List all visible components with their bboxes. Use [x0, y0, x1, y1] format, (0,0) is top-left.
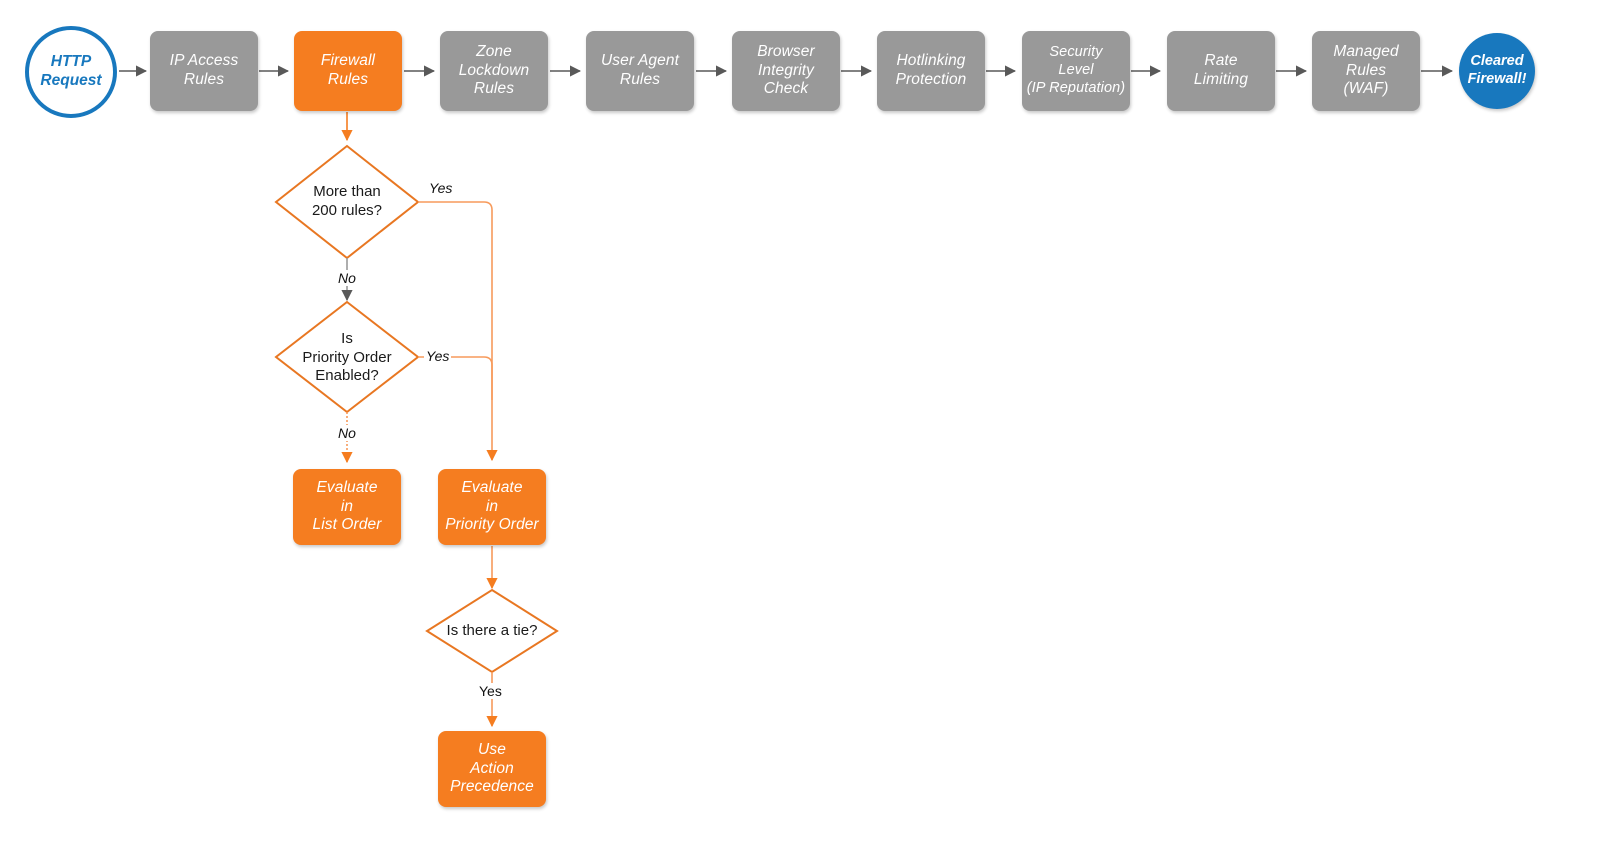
decision-is-there-a-tie-shape	[425, 588, 559, 674]
node-security-level[interactable]: Security Level (IP Reputation)	[1022, 31, 1130, 111]
decision-is-priority-order-enabled[interactable]: Is Priority Order Enabled?	[279, 325, 415, 391]
node-use-action-precedence-label: Use Action Precedence	[450, 740, 534, 796]
node-managed-rules-waf[interactable]: Managed Rules (WAF)	[1312, 31, 1420, 111]
edge-label-rules-yes: Yes	[427, 180, 455, 196]
node-user-agent-rules-label: User Agent Rules	[601, 52, 679, 88]
node-managed-rules-waf-label: Managed Rules (WAF)	[1333, 42, 1399, 98]
node-zone-lockdown-rules-label: Zone Lockdown Rules	[458, 42, 530, 98]
edge-decision1-yes	[418, 201, 498, 462]
node-cleared-firewall[interactable]: Cleared Firewall!	[1459, 33, 1535, 109]
decision-is-there-a-tie-label: Is there a tie?	[446, 621, 538, 639]
decision-more-than-200-rules-shape	[274, 144, 420, 260]
decision-is-there-a-tie[interactable]: Is there a tie?	[430, 615, 554, 647]
node-zone-lockdown-rules[interactable]: Zone Lockdown Rules	[440, 31, 548, 111]
node-security-level-label: Security Level (IP Reputation)	[1026, 44, 1126, 96]
edge-label-priority-no: No	[336, 425, 358, 441]
decision-more-than-200-rules[interactable]: More than 200 rules?	[287, 172, 407, 232]
node-evaluate-in-list-order[interactable]: Evaluate in List Order	[293, 469, 401, 545]
node-browser-integrity-check-label: Browser Integrity Check	[757, 42, 815, 98]
node-use-action-precedence[interactable]: Use Action Precedence	[438, 731, 546, 807]
node-hotlinking-protection[interactable]: Hotlinking Protection	[877, 31, 985, 111]
node-evaluate-in-priority-order-label: Evaluate in Priority Order	[445, 478, 539, 534]
decision-priority-order-shape	[274, 300, 420, 414]
node-evaluate-in-list-order-label: Evaluate in List Order	[312, 478, 382, 534]
node-ip-access-rules[interactable]: IP Access Rules	[150, 31, 258, 111]
node-ip-access-rules-label: IP Access Rules	[169, 52, 239, 88]
node-hotlinking-protection-label: Hotlinking Protection	[895, 52, 967, 88]
decision-is-priority-order-enabled-label: Is Priority Order Enabled?	[302, 329, 392, 385]
edge-label-rules-no: No	[336, 270, 358, 286]
node-cleared-firewall-label: Cleared Firewall!	[1467, 53, 1527, 87]
edge-label-tie-yes: Yes	[477, 683, 504, 699]
node-browser-integrity-check[interactable]: Browser Integrity Check	[732, 31, 840, 111]
node-http-request[interactable]: HTTP Request	[25, 26, 117, 118]
node-firewall-rules-label: Firewall Rules	[320, 52, 376, 88]
node-rate-limiting[interactable]: Rate Limiting	[1167, 31, 1275, 111]
edge-label-priority-yes: Yes	[424, 348, 452, 364]
node-evaluate-in-priority-order[interactable]: Evaluate in Priority Order	[438, 469, 546, 545]
node-rate-limiting-label: Rate Limiting	[1193, 52, 1249, 88]
node-firewall-rules[interactable]: Firewall Rules	[294, 31, 402, 111]
decision-more-than-200-rules-label: More than 200 rules?	[311, 183, 383, 219]
node-user-agent-rules[interactable]: User Agent Rules	[586, 31, 694, 111]
node-http-request-label: HTTP Request	[40, 53, 102, 89]
